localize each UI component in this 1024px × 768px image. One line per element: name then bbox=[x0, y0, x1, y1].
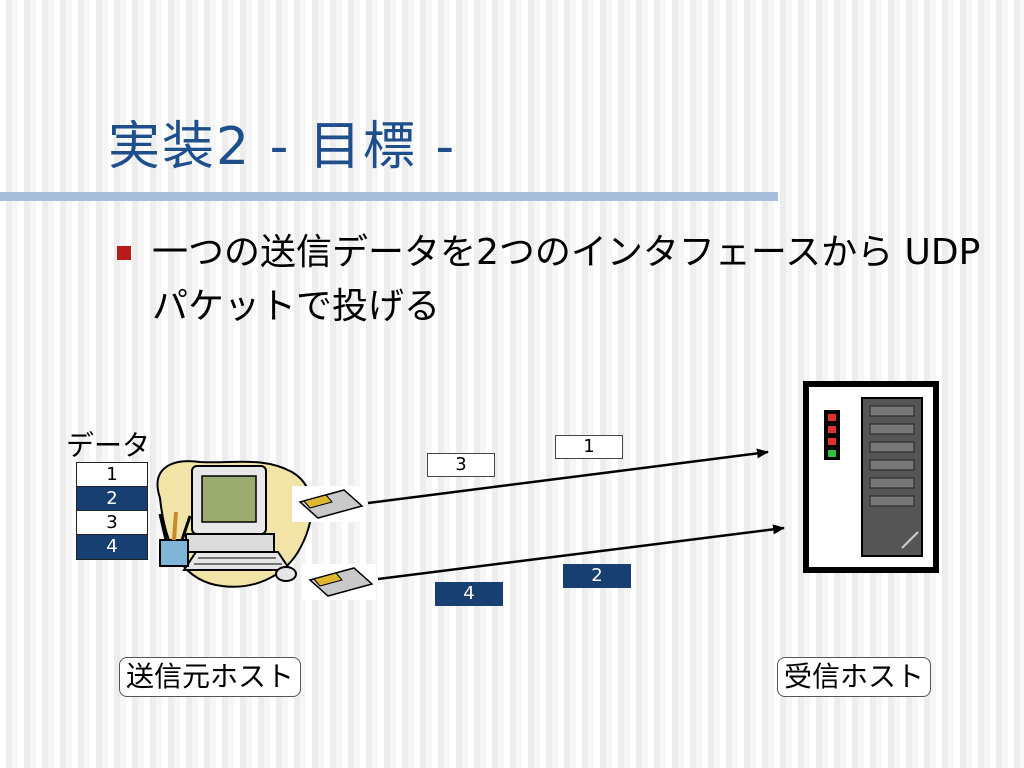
packet-2: 2 bbox=[563, 564, 631, 588]
data-cell: 1 bbox=[77, 463, 147, 487]
data-cell: 2 bbox=[77, 487, 147, 511]
packet-3: 3 bbox=[427, 453, 495, 477]
arrow-lower bbox=[377, 524, 785, 581]
title-divider bbox=[0, 192, 778, 201]
data-cell: 3 bbox=[77, 511, 147, 535]
network-card-icon bbox=[292, 486, 366, 522]
data-stack: 1 2 3 4 bbox=[76, 462, 148, 560]
server-icon bbox=[803, 381, 939, 573]
network-card-icon bbox=[302, 564, 376, 600]
computer-icon bbox=[156, 460, 313, 588]
packet-4: 4 bbox=[435, 582, 503, 606]
receiver-host-label: 受信ホスト bbox=[777, 657, 932, 697]
data-label: データ bbox=[66, 429, 151, 462]
slide-title: 実装2 - 目標 - bbox=[108, 117, 457, 177]
arrow-upper bbox=[367, 448, 769, 505]
bullet-text: 一つの送信データを2つのインタフェースから UDP パケットで投げる bbox=[152, 232, 981, 327]
bullet-marker bbox=[117, 246, 131, 260]
data-cell: 4 bbox=[77, 535, 147, 559]
packet-1: 1 bbox=[555, 435, 623, 459]
sender-host-label: 送信元ホスト bbox=[119, 657, 302, 697]
